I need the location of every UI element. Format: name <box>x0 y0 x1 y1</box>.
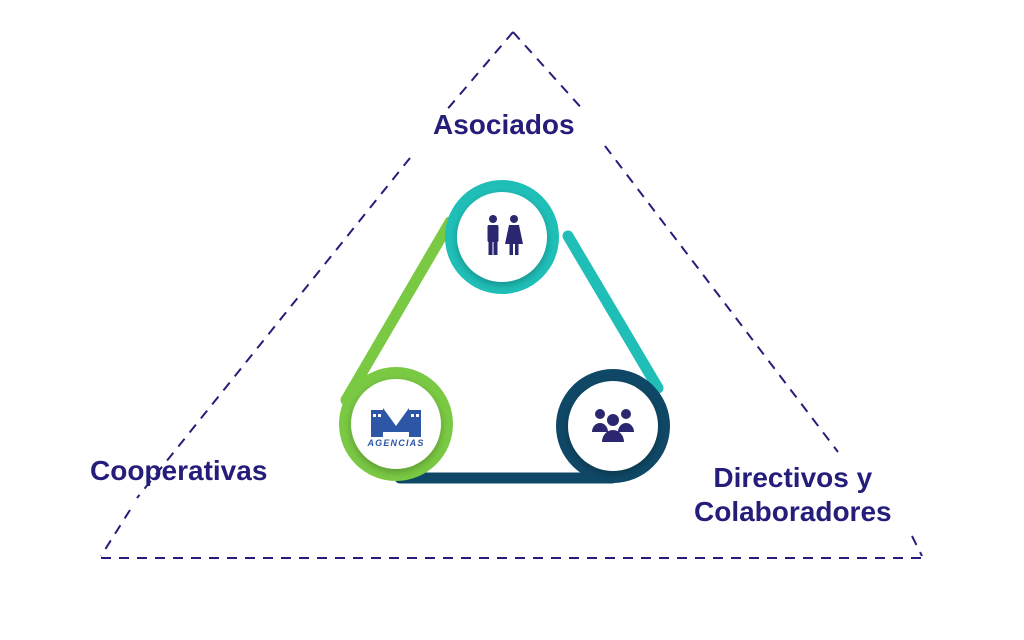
label-cooperativas: Cooperativas <box>90 455 268 486</box>
node-directivos-colaboradores <box>556 369 670 483</box>
label-colaboradores: Colaboradores <box>694 496 892 527</box>
group-people-icon <box>592 409 634 442</box>
cycle-connectors <box>340 216 664 484</box>
label-directivos-colaboradores: Directivos y Colaboradores <box>694 461 892 529</box>
man-woman-icon <box>487 215 523 255</box>
connector-teal <box>562 230 664 394</box>
node-cooperativas: AGENCIAS <box>339 367 453 481</box>
dashed-triangle-outline <box>100 31 923 559</box>
connector-green <box>340 216 456 406</box>
label-asociados: Asociados <box>433 109 575 140</box>
agencias-logo-text: AGENCIAS <box>366 438 424 448</box>
node-asociados <box>445 180 559 294</box>
label-directivos: Directivos y <box>713 462 873 493</box>
agencias-logo: AGENCIAS <box>366 408 424 448</box>
